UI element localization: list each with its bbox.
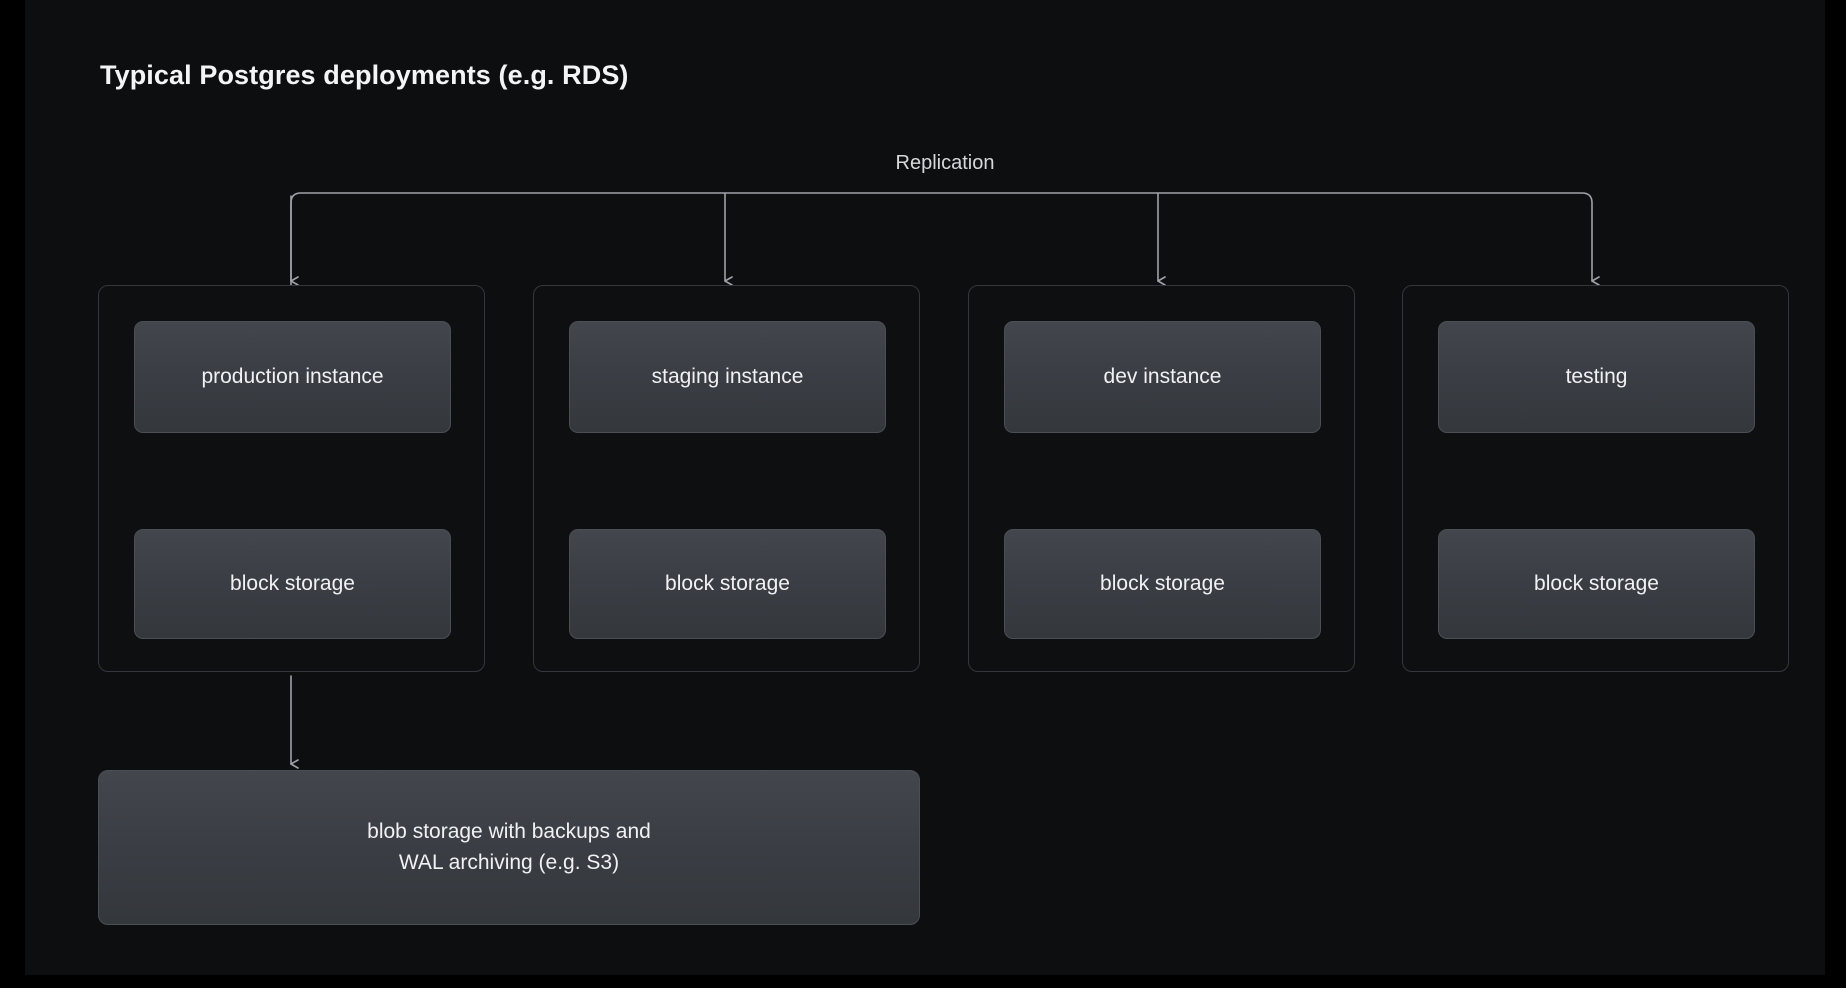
environment-group-production[interactable]: production instance block storage bbox=[98, 285, 485, 672]
node-staging-instance[interactable]: staging instance bbox=[569, 321, 886, 433]
blob-storage-line-2: WAL archiving (e.g. S3) bbox=[398, 850, 620, 874]
node-production-instance[interactable]: production instance bbox=[134, 321, 451, 433]
environment-group-staging[interactable]: staging instance block storage bbox=[533, 285, 920, 672]
node-blob-storage[interactable]: blob storage with backups and WAL archiv… bbox=[98, 770, 920, 925]
environment-group-testing[interactable]: testing block storage bbox=[1402, 285, 1789, 672]
blob-storage-text: blob storage with backups and WAL archiv… bbox=[367, 817, 651, 878]
node-testing-block-storage[interactable]: block storage bbox=[1438, 529, 1755, 639]
node-testing-instance[interactable]: testing bbox=[1438, 321, 1755, 433]
node-production-block-storage[interactable]: block storage bbox=[134, 529, 451, 639]
environment-group-dev[interactable]: dev instance block storage bbox=[968, 285, 1355, 672]
blob-storage-line-1: blob storage with backups and bbox=[367, 820, 651, 844]
node-dev-instance[interactable]: dev instance bbox=[1004, 321, 1321, 433]
node-dev-block-storage[interactable]: block storage bbox=[1004, 529, 1321, 639]
replication-label: Replication bbox=[895, 152, 995, 174]
replication-bus-line bbox=[290, 192, 1600, 286]
node-staging-block-storage[interactable]: block storage bbox=[569, 529, 886, 639]
page-title: Typical Postgres deployments (e.g. RDS) bbox=[100, 60, 629, 90]
content-panel: Typical Postgres deployments (e.g. RDS) … bbox=[25, 0, 1825, 975]
